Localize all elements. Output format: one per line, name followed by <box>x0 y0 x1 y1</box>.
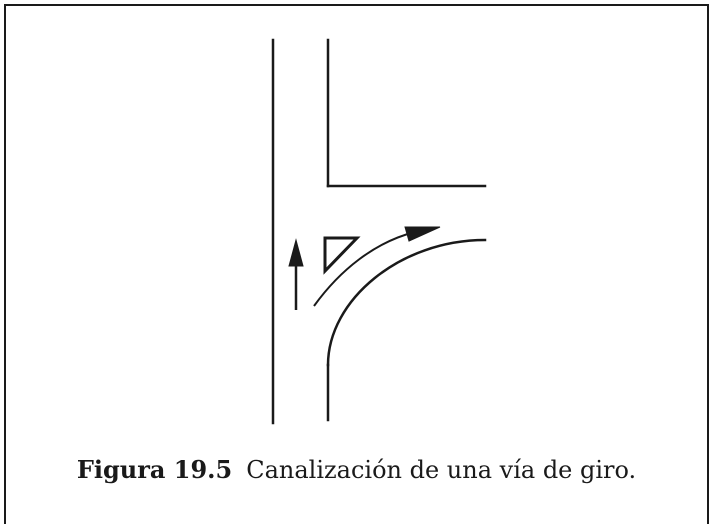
caption-text: Canalización de una vía de giro. <box>246 456 637 484</box>
curb-return-curve <box>326 238 487 367</box>
turn-arrowhead <box>404 226 441 242</box>
caption-label: Figura 19.5 <box>76 455 233 484</box>
through-arrowhead <box>288 238 304 267</box>
channelizing-island-triangle <box>323 236 361 275</box>
figure-caption: Figura 19.5 Canalización de una vía de gi… <box>0 455 713 484</box>
figure-frame <box>4 4 709 524</box>
turn-path-arrow <box>313 231 416 307</box>
